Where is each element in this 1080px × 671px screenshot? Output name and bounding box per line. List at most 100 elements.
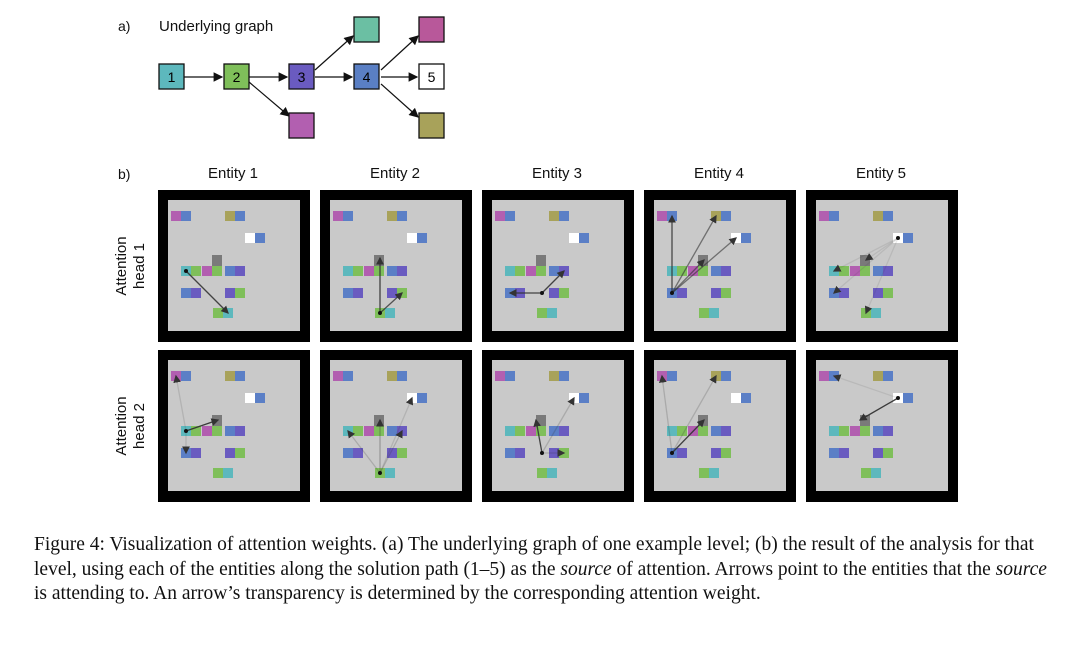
entity-tile <box>698 266 708 276</box>
entity-tile <box>873 448 883 458</box>
source-dot <box>670 451 674 455</box>
attention-arrow <box>541 396 575 454</box>
panel-plot <box>333 371 427 478</box>
entity-tile <box>711 266 721 276</box>
panel-background <box>492 360 624 491</box>
attention-arrow <box>864 237 899 315</box>
entity-tile <box>860 266 870 276</box>
column-header-entity-4: Entity 4 <box>693 165 745 182</box>
attention-arrow <box>658 374 673 454</box>
entity-tile <box>850 426 860 436</box>
attention-panel <box>158 350 310 502</box>
entity-tile <box>212 266 222 276</box>
entity-tile <box>353 288 363 298</box>
entity-tile <box>721 211 731 221</box>
entity-tile <box>364 266 374 276</box>
entity-tile <box>829 211 839 221</box>
entity-tile <box>873 288 883 298</box>
attention-panel <box>806 350 958 502</box>
panel-background <box>654 360 786 491</box>
attention-panel <box>158 190 310 342</box>
entity-tile <box>417 393 427 403</box>
entity-tile <box>741 233 751 243</box>
node-olive-bottom <box>418 112 445 139</box>
entity-tile <box>559 288 569 298</box>
entity-tile <box>819 371 829 381</box>
entity-tile <box>883 288 893 298</box>
entity-tile <box>711 288 721 298</box>
entity-tile <box>819 211 829 221</box>
entity-tile <box>374 426 384 436</box>
attention-arrow <box>858 397 899 421</box>
entity-tile <box>677 288 687 298</box>
entity-tile <box>191 448 201 458</box>
attention-panel <box>482 190 634 342</box>
attention-arrow <box>833 237 899 294</box>
source-dot <box>184 429 188 433</box>
entity-tile <box>255 393 265 403</box>
attention-arrow <box>864 237 899 261</box>
attention-arrow <box>185 270 229 314</box>
attention-arrow <box>533 418 543 454</box>
entity-tile <box>709 308 719 318</box>
entity-tile <box>505 266 515 276</box>
entity-tile <box>536 426 546 436</box>
attention-arrow <box>379 429 403 474</box>
node-5 <box>418 63 445 90</box>
entity-tile <box>667 426 677 436</box>
entity-tile <box>343 288 353 298</box>
entity-tile <box>903 233 913 243</box>
entity-tile <box>333 211 343 221</box>
entity-tile <box>397 448 407 458</box>
entity-tile <box>549 288 559 298</box>
node-teal-top <box>353 16 380 43</box>
panel-background <box>168 200 300 331</box>
entity-tile <box>559 211 569 221</box>
edge-4-olive <box>380 83 419 118</box>
node-1-label: 1 <box>168 69 176 85</box>
part-b-label: b) <box>118 166 131 182</box>
entity-tile <box>171 211 181 221</box>
caption-text-2: of attention. Arrows point to the entiti… <box>611 558 996 580</box>
attention-arrow <box>541 270 565 294</box>
entity-tile <box>721 426 731 436</box>
node-3-label: 3 <box>298 69 306 85</box>
panel-plot <box>171 371 265 478</box>
source-dot <box>896 236 900 240</box>
entity-tile <box>547 308 557 318</box>
entity-tile <box>255 233 265 243</box>
entity-tile <box>721 371 731 381</box>
entity-tile <box>526 426 536 436</box>
entity-tile <box>245 233 255 243</box>
attention-arrow <box>832 374 899 399</box>
entity-tile <box>711 426 721 436</box>
attention-panel <box>320 190 472 342</box>
entity-tile <box>883 371 893 381</box>
entity-tile <box>871 468 881 478</box>
entity-tile <box>387 371 397 381</box>
entity-tile <box>245 393 255 403</box>
entity-tile <box>883 426 893 436</box>
entity-tile <box>861 468 871 478</box>
entity-tile <box>839 426 849 436</box>
column-header-entity-3: Entity 3 <box>531 165 583 182</box>
attention-arrow <box>671 374 717 454</box>
entity-tile <box>333 371 343 381</box>
entity-tile <box>387 266 397 276</box>
entity-tile <box>536 255 546 267</box>
entity-tile <box>191 266 201 276</box>
graph-title: Underlying graph <box>159 18 274 35</box>
entity-tile <box>212 426 222 436</box>
entity-tile <box>549 426 559 436</box>
entity-tile <box>191 426 201 436</box>
entity-tile <box>721 266 731 276</box>
entity-tile <box>579 233 589 243</box>
source-dot <box>378 471 382 475</box>
entity-tile <box>883 448 893 458</box>
caption-text-3: is attending to. An arrow’s transparency… <box>34 583 761 604</box>
entity-tile <box>353 426 363 436</box>
entity-tile <box>860 255 870 267</box>
panel-background <box>816 360 948 491</box>
entity-tile <box>860 426 870 436</box>
panel-plot <box>171 211 265 318</box>
